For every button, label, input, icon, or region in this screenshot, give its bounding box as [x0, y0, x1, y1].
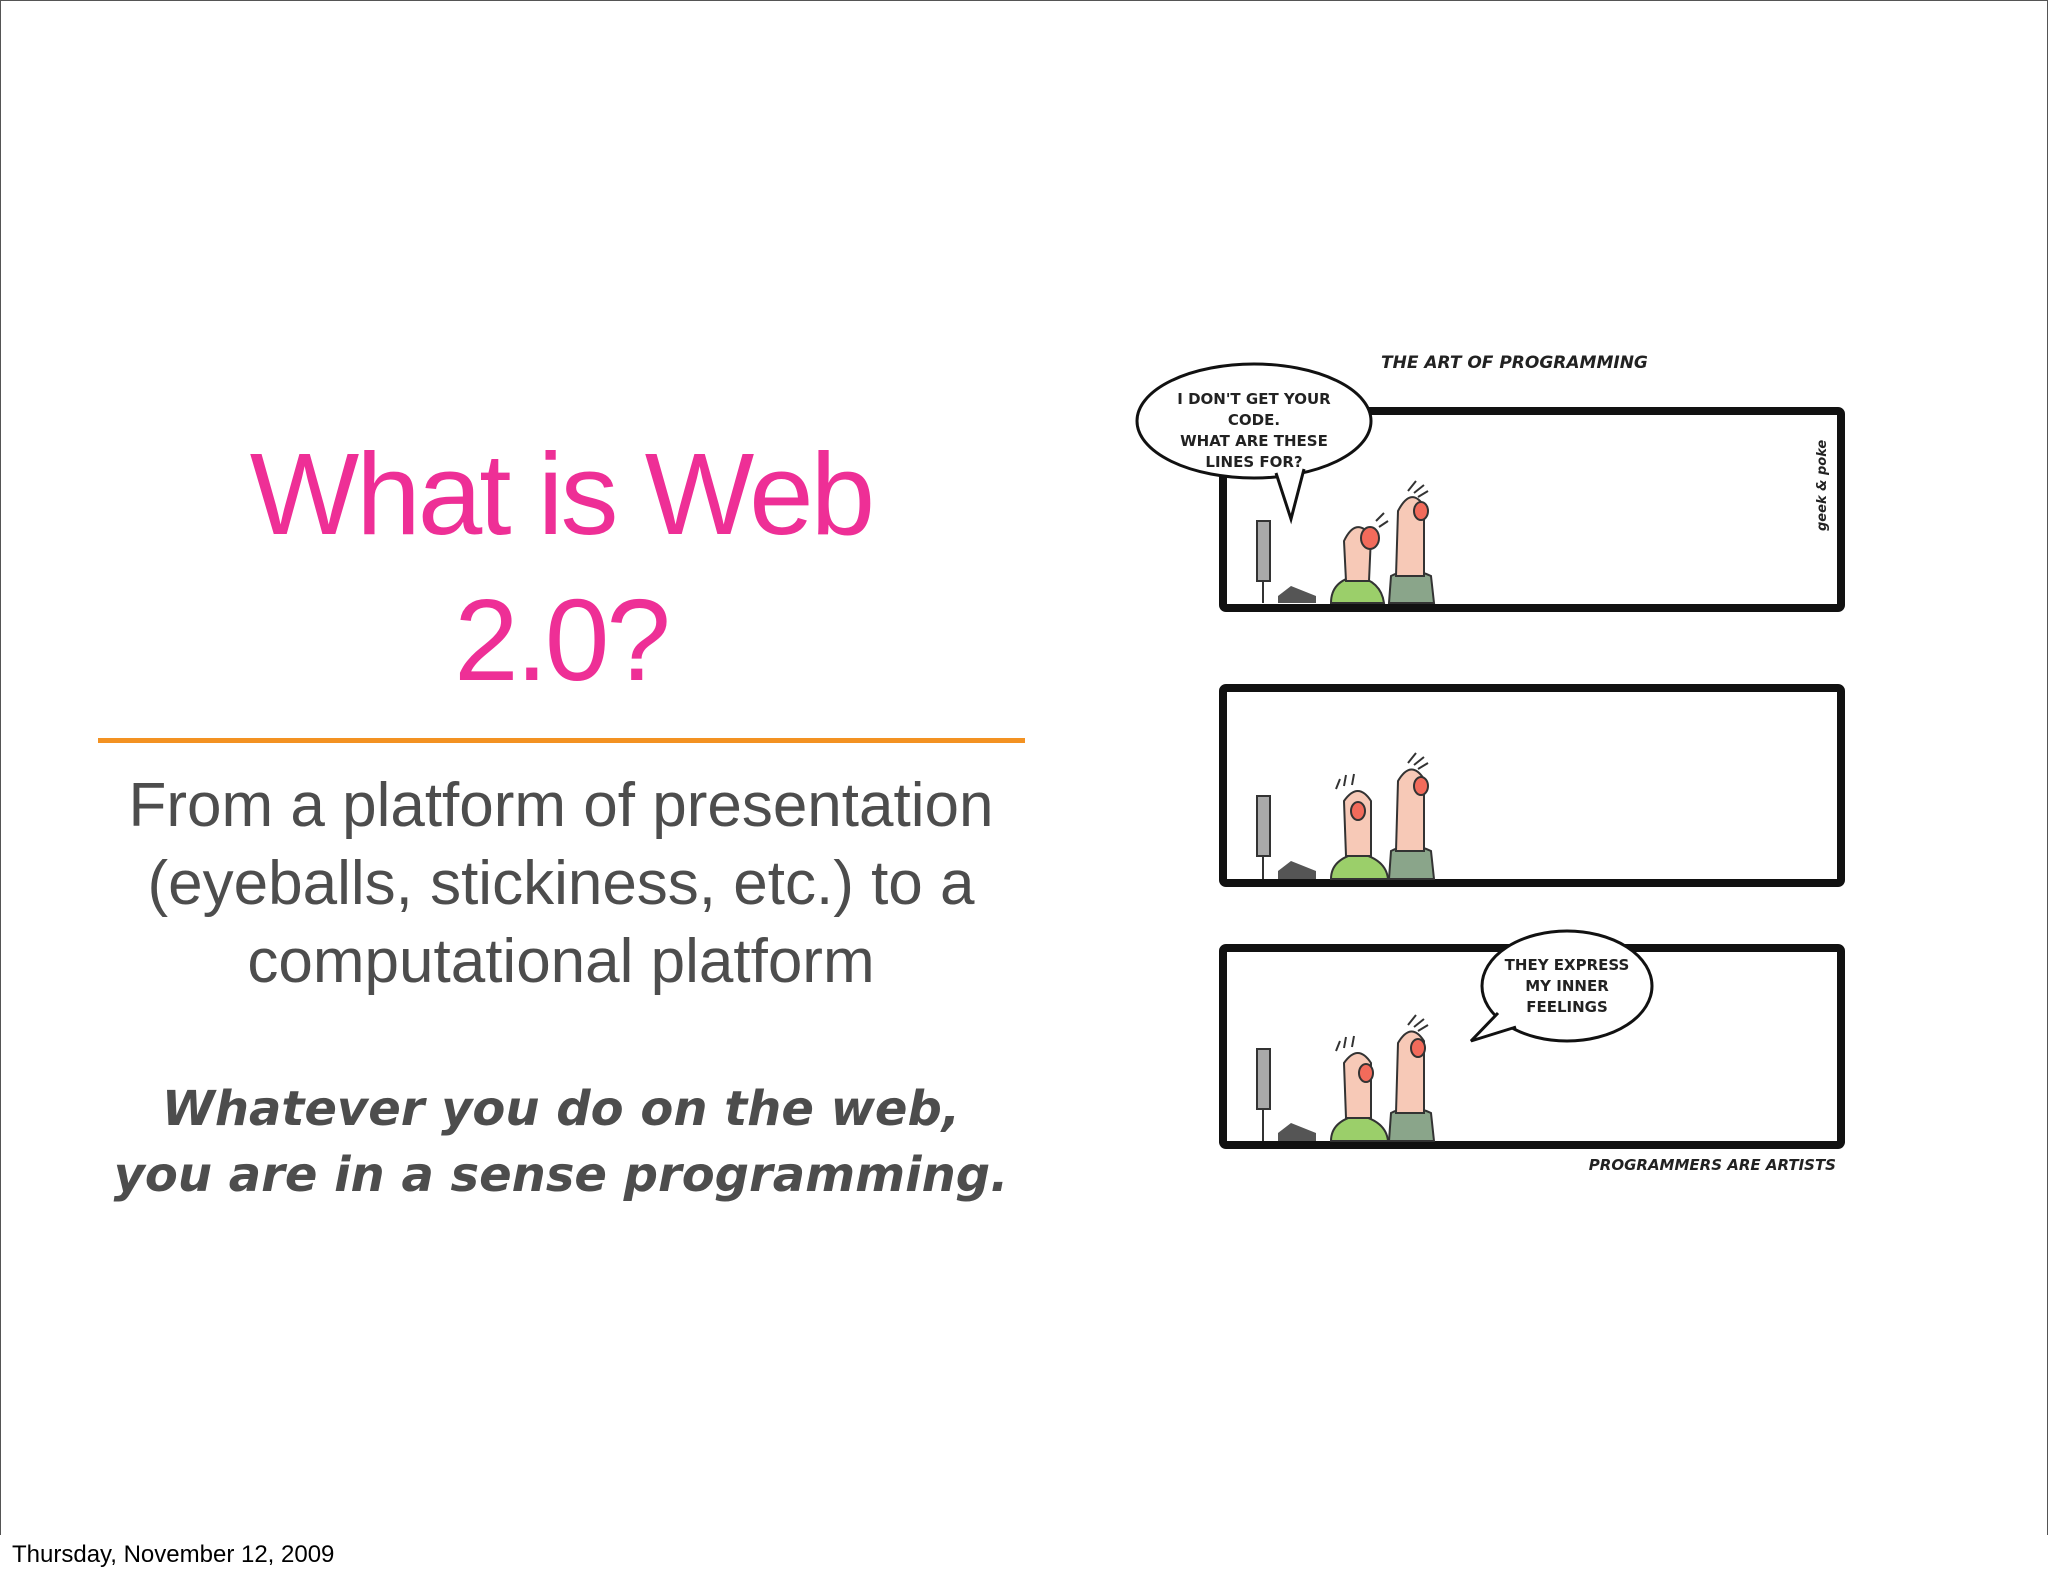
tagline-line-1: Whatever you do on the web,: [161, 1081, 961, 1137]
comic-caption: PROGRAMMERS ARE ARTISTS: [1589, 1156, 1836, 1174]
speech-balloon-2: THEY EXPRESS MY INNER FEELINGS: [1469, 929, 1654, 1043]
subtitle-line-2: (eyeballs, stickiness, etc.) to a: [147, 849, 975, 918]
comic-panel-2: [1219, 684, 1845, 887]
balloon-2-line-2: MY INNER: [1525, 977, 1609, 995]
tagline-line-2: you are in a sense programming.: [113, 1147, 1009, 1203]
subtitle-line-3: computational platform: [247, 927, 875, 996]
comic-signature: geek & poke: [1815, 440, 1830, 531]
balloon-2-line-1: THEY EXPRESS: [1505, 956, 1630, 974]
speech-balloon-1: I DON'T GET YOUR CODE. WHAT ARE THESE LI…: [1135, 362, 1373, 525]
comic-panel-1: [1219, 407, 1845, 612]
balloon-1-line-2: CODE.: [1228, 411, 1280, 429]
characters-panel-1: [1256, 480, 1436, 604]
subtitle-line-1: From a platform of presentation: [128, 771, 994, 840]
slide-tagline: Whatever you do on the web, you are in a…: [91, 1076, 1031, 1208]
comic-heading: THE ART OF PROGRAMMING: [1381, 353, 1648, 373]
comic-illustration: THE ART OF PROGRAMMING geek & poke I DON…: [1135, 353, 1845, 1174]
footer-date: Thursday, November 12, 2009: [12, 1541, 335, 1568]
title-divider: [98, 738, 1025, 743]
slide-title: What is Web 2.0?: [91, 421, 1031, 713]
title-line-1: What is Web: [249, 429, 875, 559]
balloon-1-line-3: WHAT ARE THESE: [1180, 432, 1328, 450]
characters-panel-3: [1256, 1014, 1436, 1142]
slide-subtitle: From a platform of presentation (eyeball…: [91, 767, 1031, 1001]
title-line-2: 2.0?: [454, 575, 671, 706]
balloon-1-line-1: I DON'T GET YOUR: [1177, 390, 1331, 408]
slide: What is Web 2.0? From a platform of pres…: [0, 0, 2048, 1536]
balloon-2-line-3: FEELINGS: [1526, 998, 1608, 1016]
footer-bar: [0, 1535, 2048, 1576]
comic-strip: THE ART OF PROGRAMMING geek & poke I DON…: [1126, 341, 1871, 1181]
balloon-1-line-4: LINES FOR?: [1205, 453, 1302, 471]
characters-panel-2: [1256, 752, 1436, 880]
